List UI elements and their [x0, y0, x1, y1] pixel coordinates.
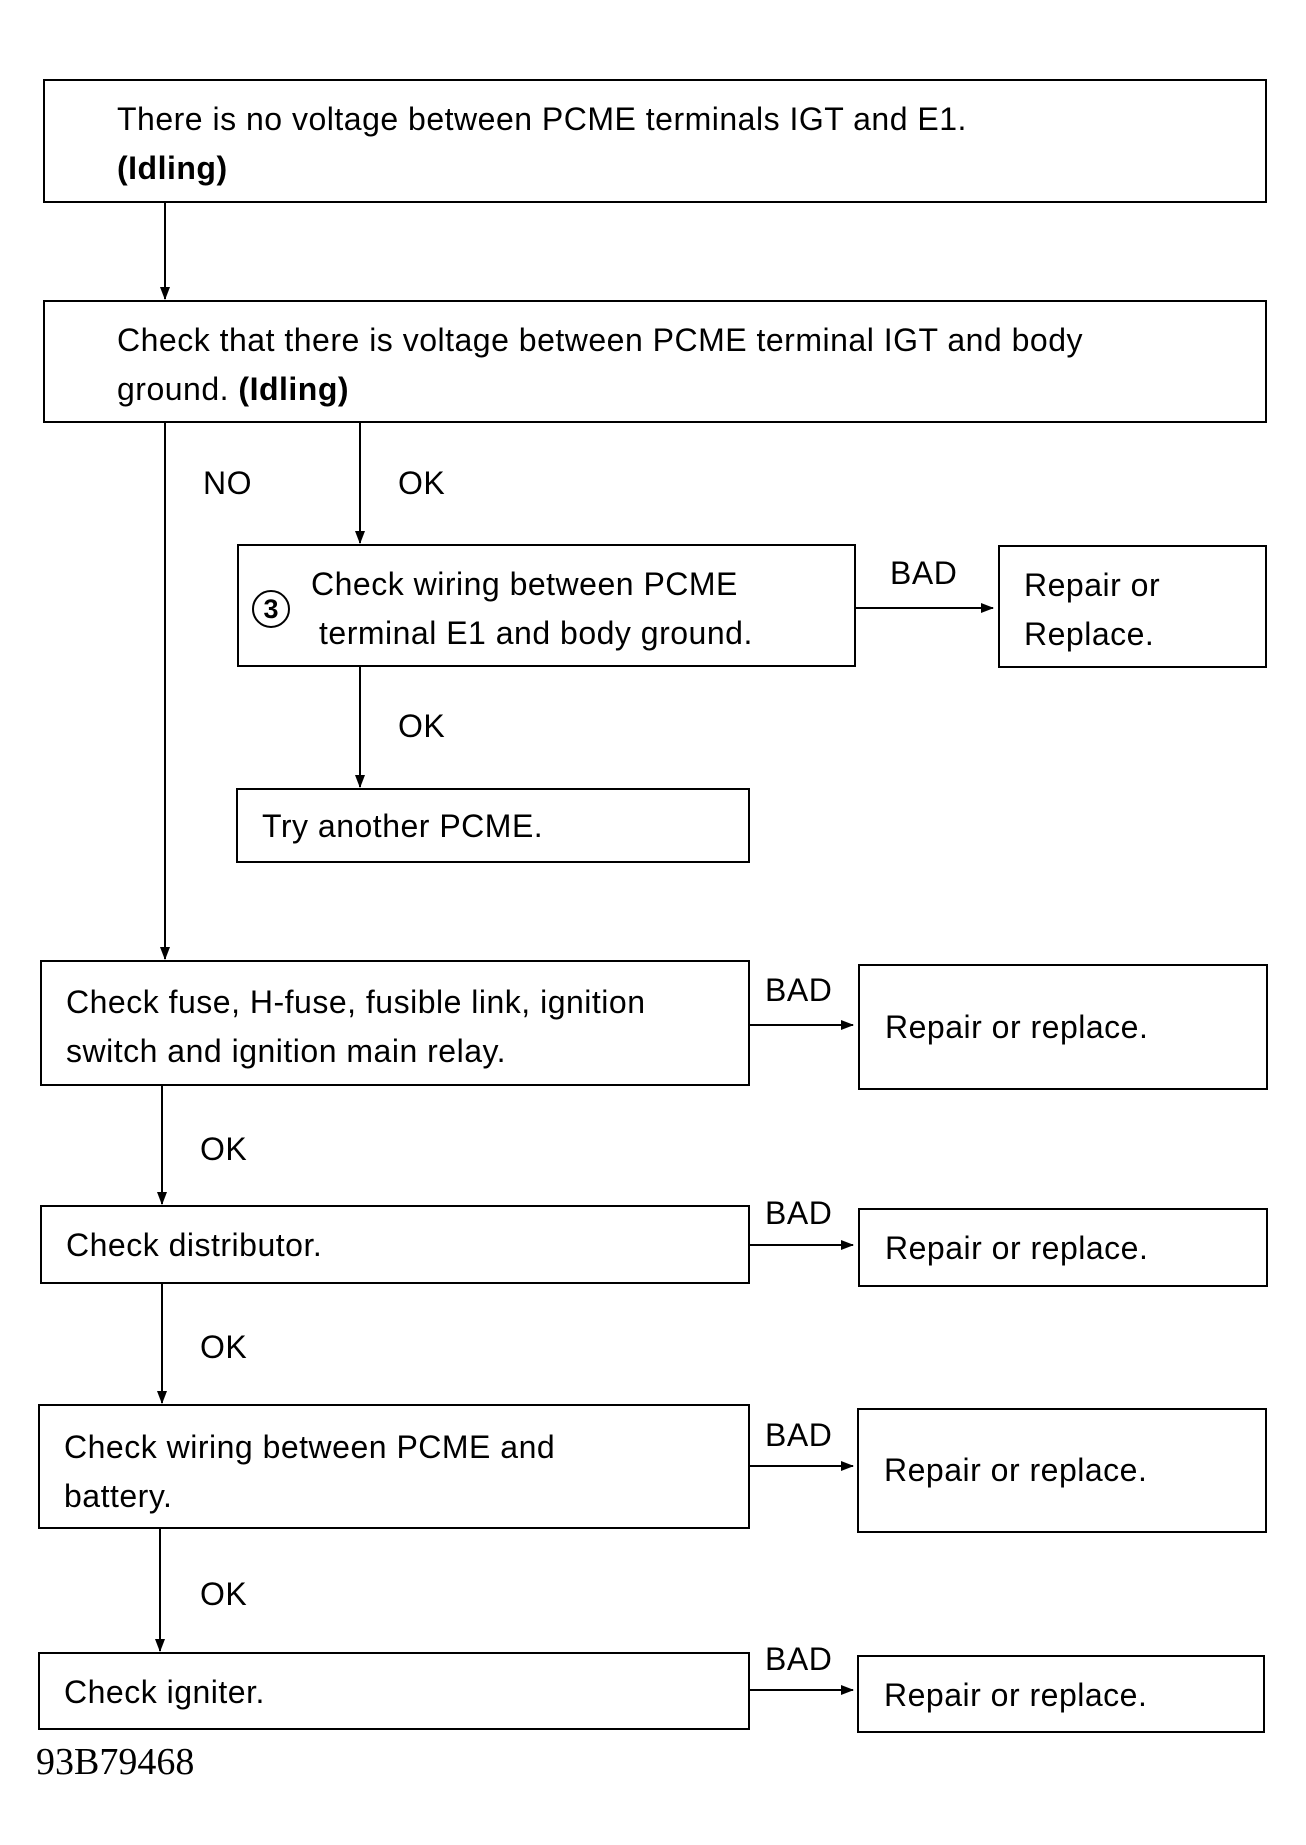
- repair-replace-box-4: Repair or replace.: [857, 1408, 1267, 1533]
- repair-replace-1-line2: Replace.: [1024, 616, 1155, 652]
- figure-id: 93B79468: [36, 1741, 195, 1783]
- check-distributor-text: Check distributor.: [66, 1227, 323, 1263]
- repair-replace-3-text: Repair or replace.: [885, 1230, 1149, 1266]
- label-ok-5: OK: [200, 1576, 248, 1612]
- try-another-pcme-text: Try another PCME.: [262, 808, 544, 844]
- label-ok-1: OK: [398, 465, 446, 501]
- start-condition-line2: (Idling): [117, 150, 228, 186]
- repair-replace-2-text: Repair or replace.: [885, 1009, 1149, 1045]
- label-ok-3: OK: [200, 1131, 248, 1167]
- check-igniter-box: Check igniter.: [38, 1652, 750, 1730]
- label-bad-1: BAD: [890, 555, 958, 591]
- check-distributor-box: Check distributor.: [40, 1205, 750, 1284]
- label-bad-4: BAD: [765, 1417, 833, 1453]
- repair-replace-box-5: Repair or replace.: [857, 1655, 1265, 1733]
- label-bad-3: BAD: [765, 1195, 833, 1231]
- repair-replace-box-1: Repair or Replace.: [998, 545, 1267, 668]
- repair-replace-box-3: Repair or replace.: [858, 1208, 1268, 1287]
- check-wiring-battery-line1: Check wiring between PCME and: [64, 1429, 556, 1465]
- check-voltage-idling: (Idling): [238, 371, 350, 407]
- check-voltage-box: Check that there is voltage between PCME…: [43, 300, 1267, 423]
- label-ok-4: OK: [200, 1329, 248, 1365]
- label-no: NO: [203, 465, 252, 501]
- try-another-pcme-box: Try another PCME.: [236, 788, 750, 863]
- check-wiring-battery-box: Check wiring between PCME and battery.: [38, 1404, 750, 1529]
- check-wiring-e1-line2: terminal E1 and body ground.: [319, 615, 753, 651]
- check-voltage-line1: Check that there is voltage between PCME…: [117, 322, 1083, 358]
- check-voltage-line2: ground. (Idling): [117, 371, 350, 407]
- repair-replace-1-line1: Repair or: [1024, 567, 1161, 603]
- check-fuse-box: Check fuse, H-fuse, fusible link, igniti…: [40, 960, 750, 1086]
- check-fuse-line2: switch and ignition main relay.: [66, 1033, 506, 1069]
- label-bad-2: BAD: [765, 972, 833, 1008]
- check-fuse-line1: Check fuse, H-fuse, fusible link, igniti…: [66, 984, 646, 1020]
- label-ok-2: OK: [398, 708, 446, 744]
- repair-replace-box-2: Repair or replace.: [858, 964, 1268, 1090]
- step-number-badge: 3: [252, 590, 290, 628]
- check-wiring-battery-line2: battery.: [64, 1478, 173, 1514]
- repair-replace-4-text: Repair or replace.: [884, 1452, 1148, 1488]
- check-wiring-e1-line1: Check wiring between PCME: [311, 566, 738, 602]
- start-condition-line1: There is no voltage between PCME termina…: [117, 101, 967, 137]
- check-wiring-e1-box: Check wiring between PCME terminal E1 an…: [237, 544, 856, 667]
- check-igniter-text: Check igniter.: [64, 1674, 265, 1710]
- label-bad-5: BAD: [765, 1641, 833, 1677]
- start-condition-box: There is no voltage between PCME termina…: [43, 79, 1267, 203]
- repair-replace-5-text: Repair or replace.: [884, 1677, 1148, 1713]
